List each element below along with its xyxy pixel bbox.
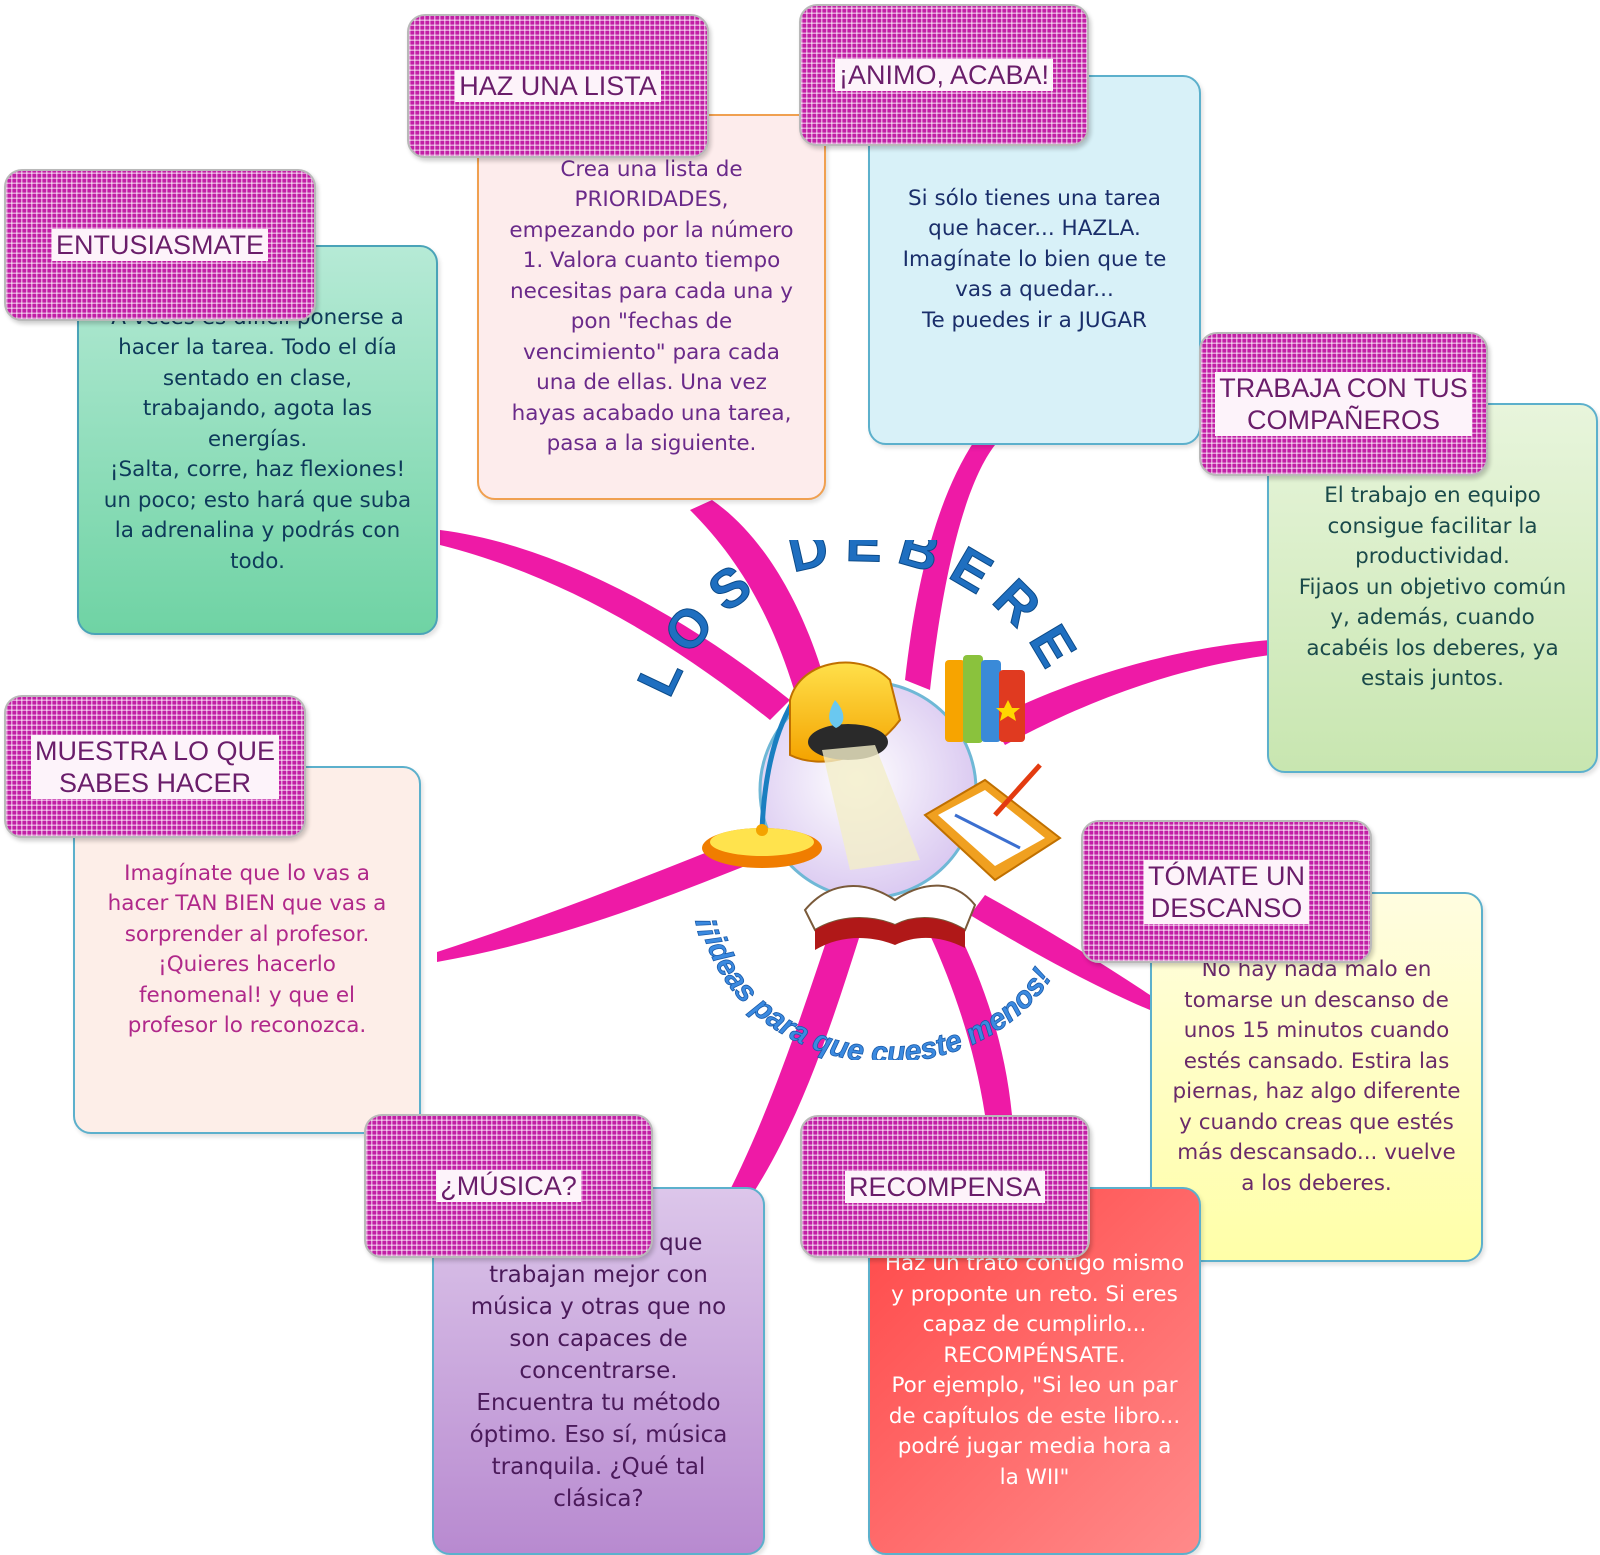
- node-tomate-descanso-title: TÓMATE UN DESCANSO: [1081, 820, 1372, 963]
- branch-animo-acaba: [905, 440, 995, 690]
- books-icon: [945, 655, 1025, 743]
- node-entusiasmate-title: ENTUSIASMATE: [4, 169, 316, 321]
- branch-musica: [730, 930, 860, 1195]
- center-illustration: LOS DEBERES ¡¡ideas para que cueste meno…: [600, 540, 1081, 1060]
- branch-entusiasmate: [440, 530, 790, 720]
- open-book-icon: [803, 884, 977, 950]
- node-haz-una-lista-title: HAZ UNA LISTA: [407, 14, 709, 158]
- node-animo-acaba-title: ¡ANIMO, ACABA!: [799, 4, 1089, 146]
- branch-trabaja-companeros: [990, 640, 1270, 745]
- bell-lamp-icon: [702, 661, 920, 870]
- branch-tomate-descanso: [970, 895, 1150, 1010]
- node-haz-una-lista-desc: Crea una lista de PRIORIDADES, empezando…: [477, 114, 826, 500]
- node-musica-title: ¿MÚSICA?: [364, 1114, 653, 1258]
- branch-muestra: [437, 835, 760, 962]
- node-recompensa-title: RECOMPENSA: [800, 1115, 1090, 1258]
- node-trabaja-companeros-title: TRABAJA CON TUS COMPAÑEROS: [1199, 332, 1488, 476]
- node-muestra-title: MUESTRA LO QUE SABES HACER: [4, 695, 306, 838]
- branch-recompensa: [930, 925, 1012, 1115]
- branch-haz-una-lista: [690, 500, 830, 710]
- clipboard-pencil-icon: [923, 763, 1062, 882]
